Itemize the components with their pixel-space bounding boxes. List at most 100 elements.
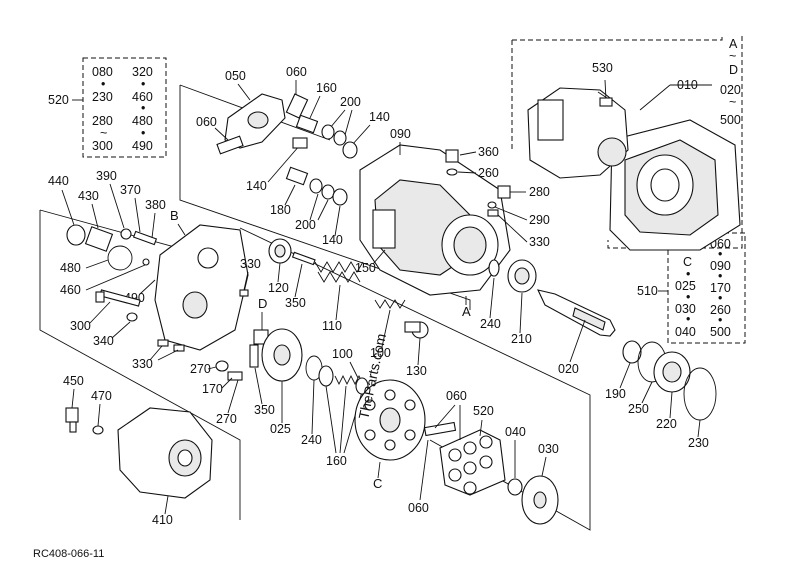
callout-030: 030 (538, 442, 559, 456)
shim-group-top: 160 200 140 140 (246, 81, 390, 193)
g510-b2: 090 (710, 259, 731, 273)
g520-dot2: • (141, 77, 145, 91)
callout-340-right: 330 (529, 235, 550, 249)
g010-tilde2: ~ (729, 95, 736, 109)
callout-380: 350 (254, 403, 275, 417)
callout-260: 240 (301, 433, 322, 447)
g520-tilde: ~ (100, 126, 107, 140)
callout-050: 050 (225, 69, 246, 83)
callout-270: 240 (480, 317, 501, 331)
callout-090: 100 (332, 347, 353, 361)
callout-500: 520 (473, 404, 494, 418)
g510-dot3: • (718, 269, 722, 283)
callout-080: 090 (390, 127, 411, 141)
callout-300-upper: 270 (190, 362, 211, 376)
callout-280: 250 (628, 402, 649, 416)
callout-290: 260 (478, 166, 499, 180)
pump-assembly-small: 530 (527, 61, 629, 179)
left-small-parts: 440 430 390 370 380 480 460 490 (48, 169, 166, 305)
group-510-label: 510 (637, 284, 658, 298)
callout-130: 120 (268, 281, 289, 295)
cover-050: 050 060 060 (196, 65, 309, 155)
callout-190: 180 (270, 203, 291, 217)
g010-tilde1: ~ (729, 49, 736, 63)
callout-470: 470 (91, 389, 112, 403)
callout-390: 370 (120, 183, 141, 197)
group-520-box: 520 080 320 • • 230 460 • 280 480 ~ • 30… (48, 57, 167, 158)
g510-a4: 040 (675, 325, 696, 339)
callout-180: 160 (316, 81, 337, 95)
g510-b3: 170 (710, 281, 731, 295)
g520-b1: 320 (132, 65, 153, 79)
valve-plate-group: 025 240 160 100 (261, 328, 369, 468)
callout-140: 150 (355, 261, 376, 275)
g520-b4: 490 (132, 139, 153, 153)
retainer-group: 040 030 (505, 425, 559, 525)
g010-range-d: D (729, 63, 738, 77)
g510-dot4: • (686, 290, 690, 304)
callout-240-top: 200 (340, 95, 361, 109)
callout-060-top: 060 (446, 389, 467, 403)
seal-group-right: 190 250 220 230 (605, 340, 717, 450)
callout-160-low: 140 (322, 233, 343, 247)
callout-370: 350 (285, 296, 306, 310)
g510-dot2: • (686, 267, 690, 281)
plug-group: 360 260 280 290 330 (445, 145, 550, 249)
g510-dot7: • (718, 313, 722, 327)
group-010-box: A ~ D 020 ~ 500 010 (511, 36, 743, 249)
g520-dot4: • (141, 126, 145, 140)
g520-dot3: • (141, 101, 145, 115)
diagram-id-label: RC408-066-11 (33, 548, 105, 560)
callout-110: 100 (370, 346, 391, 360)
callout-400: 390 (96, 169, 117, 183)
g520-a3: 280 (92, 114, 113, 128)
group-520-label: 520 (48, 93, 69, 107)
small-parts-d: D 270 170 270 350 (190, 296, 275, 426)
callout-220: 210 (511, 332, 532, 346)
callout-480: 480 (60, 261, 81, 275)
g510-a2: 025 (675, 279, 696, 293)
g010-range-500: 500 (720, 113, 741, 127)
callout-460: 460 (60, 283, 81, 297)
callout-120: 130 (406, 364, 427, 378)
ref-letter-a: A (462, 304, 471, 319)
g520-b2: 460 (132, 90, 153, 104)
callout-200: 170 (202, 382, 223, 396)
pump-body-080: 090 150 A (355, 127, 511, 319)
spring-group: 120 350 110 (268, 238, 364, 333)
callout-100: 110 (322, 319, 342, 333)
g520-dot1: • (101, 77, 105, 91)
g510-dot5: • (718, 291, 722, 305)
callout-240-low: 200 (295, 218, 316, 232)
flywheel-housing (609, 119, 741, 251)
callout-025: 025 (270, 422, 291, 436)
g520-a4: 300 (92, 139, 113, 153)
cylinder-block-c: C (354, 379, 426, 491)
callout-160-top: 140 (369, 110, 390, 124)
callout-320: 290 (529, 213, 550, 227)
g510-b4: 260 (710, 303, 731, 317)
callout-330: 300 (70, 319, 91, 333)
callout-340-left: 330 (132, 357, 153, 371)
callout-020: 020 (558, 362, 579, 376)
callout-070-top: 060 (286, 65, 307, 79)
callout-430: 430 (78, 189, 99, 203)
cover-b: B (154, 208, 249, 351)
bearing-220: 240 210 (480, 259, 537, 346)
spool-group: 100 130 (370, 299, 429, 378)
callout-310: 280 (529, 185, 550, 199)
callout-070-left: 060 (196, 115, 217, 129)
shim-group-lower: 180 200 140 (270, 166, 348, 247)
callout-360: 340 (93, 334, 114, 348)
ref-letter-c: C (373, 476, 382, 491)
piston-group: 060 520 060 (408, 389, 506, 515)
shaft-020: 020 (537, 289, 616, 376)
ref-letter-d: D (258, 296, 267, 311)
callout-250: 230 (688, 436, 709, 450)
callout-450: 450 (63, 374, 84, 388)
g010-range-a: A (729, 37, 738, 51)
callout-440: 440 (48, 174, 69, 188)
g520-a1: 080 (92, 65, 113, 79)
